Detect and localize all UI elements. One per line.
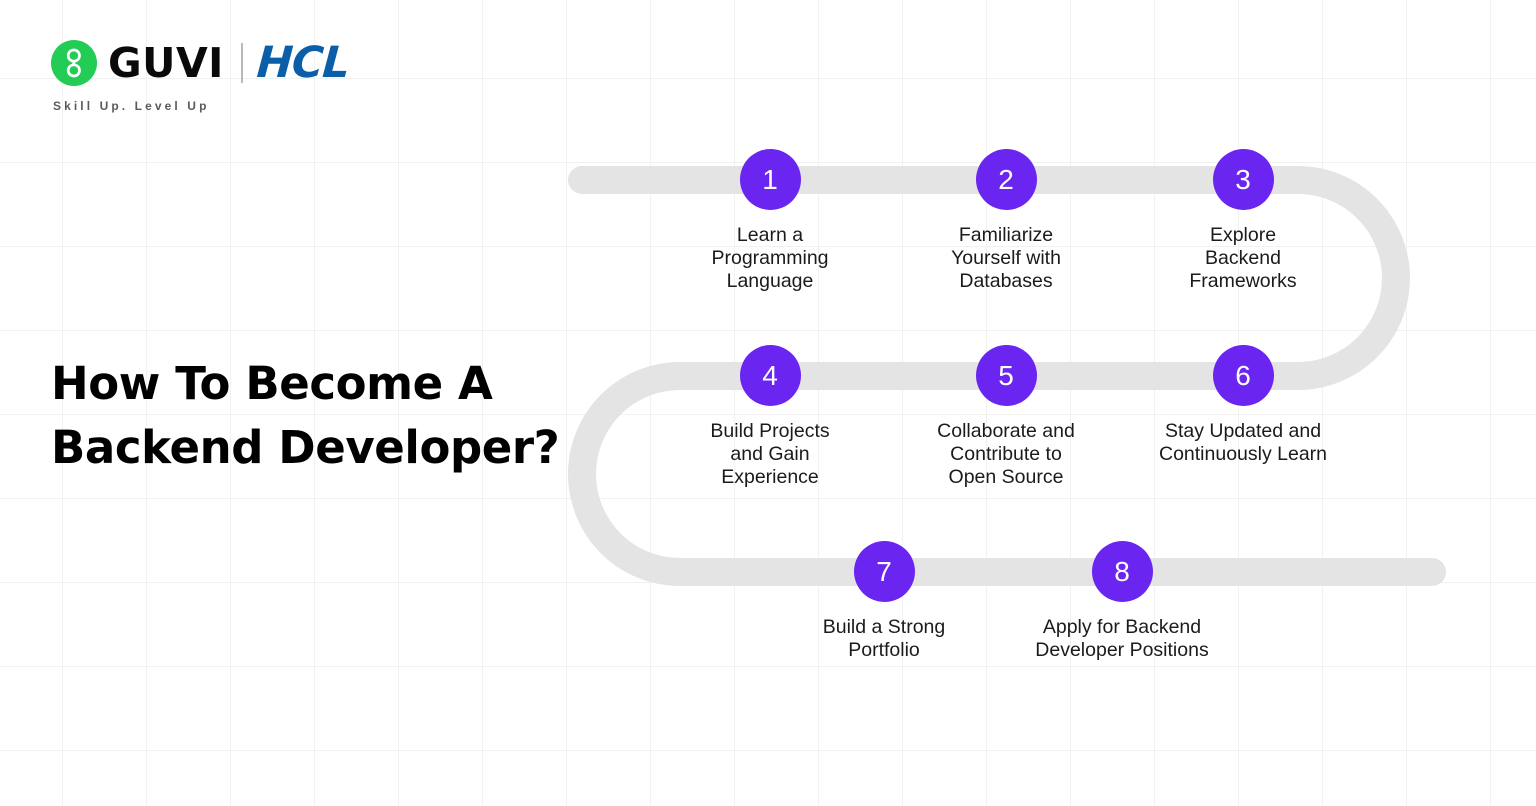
step-number-badge: 3 [1212,149,1274,210]
step-number-badge: 4 [739,345,801,406]
roadmap-step-1[interactable]: 1 Learn a Programming Language [650,149,890,294]
step-label: Explore Backend Frameworks [1189,224,1297,293]
roadmap-step-7[interactable]: 7 Build a Strong Portfolio [764,541,1004,662]
guvi-wordmark: GUVI [108,38,224,87]
roadmap-step-2[interactable]: 2 Familiarize Yourself with Databases [886,149,1126,294]
page-title-line-1: How To Become A [51,357,493,411]
roadmap-step-6[interactable]: 6 Stay Updated and Continuously Learn [1093,345,1393,466]
brand-divider [240,43,243,83]
step-number-badge: 7 [853,541,915,602]
step-number-badge: 1 [739,149,801,210]
step-number-badge: 2 [975,149,1037,210]
step-label: Build Projects and Gain Experience [710,420,830,489]
roadmap-step-5[interactable]: 5 Collaborate and Contribute to Open Sou… [886,345,1126,490]
roadmap-step-8[interactable]: 8 Apply for Backend Developer Positions [972,541,1272,662]
roadmap-step-3[interactable]: 3 Explore Backend Frameworks [1123,149,1363,294]
roadmap-step-4[interactable]: 4 Build Projects and Gain Experience [650,345,890,490]
brand-tagline: Skill Up. Level Up [53,99,210,113]
page-title-line-2: Backend Developer? [51,421,560,475]
step-label: Stay Updated and Continuously Learn [1158,420,1328,466]
page-title: How To Become A Backend Developer? [51,352,611,481]
step-label: Learn a Programming Language [711,224,829,293]
step-label: Familiarize Yourself with Databases [951,224,1061,293]
step-number-badge: 8 [1091,541,1153,602]
brand-lockup: GUVI HCL Skill Up. Level Up [51,36,351,113]
step-label: Apply for Backend Developer Positions [1035,616,1209,662]
step-number-badge: 6 [1212,345,1274,406]
brand-row: GUVI HCL [51,36,351,90]
step-number-badge: 5 [975,345,1037,406]
guvi-logo-icon [51,40,97,86]
step-label: Collaborate and Contribute to Open Sourc… [937,420,1075,489]
step-label: Build a Strong Portfolio [822,616,946,662]
